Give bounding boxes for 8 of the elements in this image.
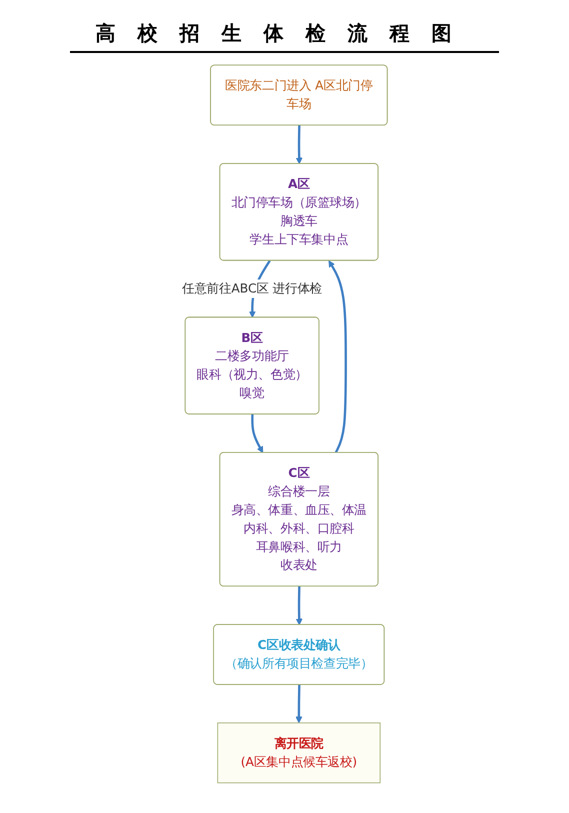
arrow bbox=[295, 684, 302, 724]
arrow bbox=[250, 414, 263, 454]
arrow bbox=[296, 586, 302, 626]
arrow bbox=[296, 125, 302, 164]
edge-label: 任意前往ABC区 进行体检 bbox=[182, 281, 322, 296]
title: 高校招生体检流程图 bbox=[70, 20, 499, 53]
arrow bbox=[328, 260, 347, 454]
node-box: 离开医院 (A区集中点候车返校) bbox=[217, 722, 380, 784]
